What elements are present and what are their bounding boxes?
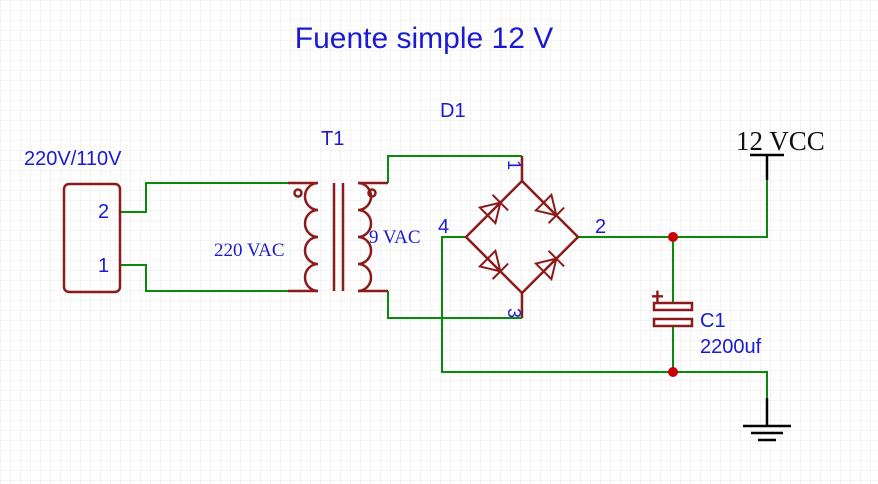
secondary-polarity-dot: [367, 188, 377, 198]
diode-top-right: [533, 192, 565, 224]
capacitor-ref: C1: [700, 310, 726, 332]
bridge-pin-1: 1: [504, 160, 524, 170]
capacitor-plate-negative: [652, 317, 694, 328]
capacitor-polarity-mark: +: [651, 284, 664, 309]
wire-pin1-to-primary-bottom: [120, 264, 288, 292]
primary-voltage-label: 220 VAC: [214, 240, 285, 261]
vcc-power-symbol: 12 VCC: [736, 126, 825, 180]
secondary-coil: [357, 181, 373, 293]
wire-negative-to-ground: [441, 236, 768, 398]
wire-pin2-to-primary-top: [120, 182, 288, 213]
capacitor: + C1 2200uf: [651, 284, 762, 358]
bridge-rectifier: D1 1 4 2 3: [438, 100, 606, 318]
transformer: T1 220 VAC 9 VAC: [214, 128, 421, 293]
ground-icon: [743, 398, 791, 442]
wire-positive-to-vcc: [578, 155, 768, 238]
bridge-ref: D1: [440, 100, 466, 122]
input-connector: 220V/110V 2 1: [24, 148, 122, 294]
primary-coil: [303, 181, 319, 293]
junction-dot-positive: [668, 232, 678, 242]
capacitor-plate-positive: [652, 301, 694, 312]
secondary-voltage-label: 9 VAC: [369, 227, 421, 248]
wire-secondary-bottom-to-bridge: [387, 291, 522, 319]
junction-dot-negative: [668, 367, 678, 377]
diode-bottom-left: [477, 248, 509, 280]
primary-polarity-dot: [293, 188, 303, 198]
diode-bottom-right: [533, 250, 565, 282]
schematic-title: Fuente simple 12 V: [295, 22, 553, 55]
capacitor-value: 2200uf: [700, 336, 762, 358]
bridge-pin-2: 2: [595, 216, 606, 238]
connector-pin-1: 1: [98, 255, 109, 277]
connector-label: 220V/110V: [24, 148, 122, 170]
wires: [120, 155, 768, 398]
diode-top-left: [477, 194, 509, 226]
vcc-label: 12 VCC: [736, 126, 825, 156]
transformer-ref: T1: [321, 128, 344, 150]
bridge-pin-4: 4: [438, 216, 449, 238]
connector-pin-2: 2: [98, 201, 109, 223]
wire-secondary-top-to-bridge: [387, 155, 522, 183]
connector-body: [62, 182, 122, 294]
bridge-pin-3: 3: [504, 308, 524, 318]
bridge-diamond: [464, 179, 580, 295]
